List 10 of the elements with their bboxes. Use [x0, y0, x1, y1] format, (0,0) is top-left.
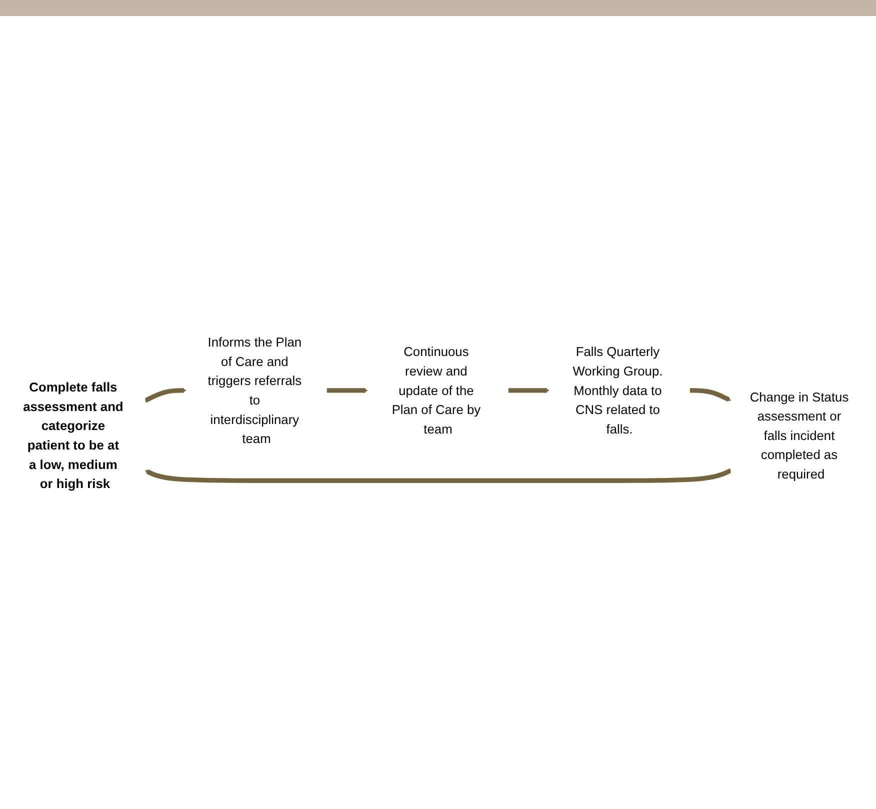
arrow	[690, 388, 731, 402]
node-text: Informs the Plan of Care and triggers referrals to interdisciplinary team	[208, 334, 302, 446]
arrow	[145, 468, 732, 482]
arrow	[326, 387, 368, 393]
arrow	[508, 387, 550, 393]
arrow	[144, 387, 186, 402]
node-text: Falls Quarterly Working Group. Monthly data to CNS related to falls.	[572, 344, 663, 436]
node-text: Change in Status assessment or falls incident completed as required	[750, 389, 849, 481]
node-text: Complete falls assessment and categorize patient to be at a low, medium or high risk	[23, 379, 124, 491]
node-text: Continuous review and update of the Plan of Care by team	[392, 344, 481, 436]
